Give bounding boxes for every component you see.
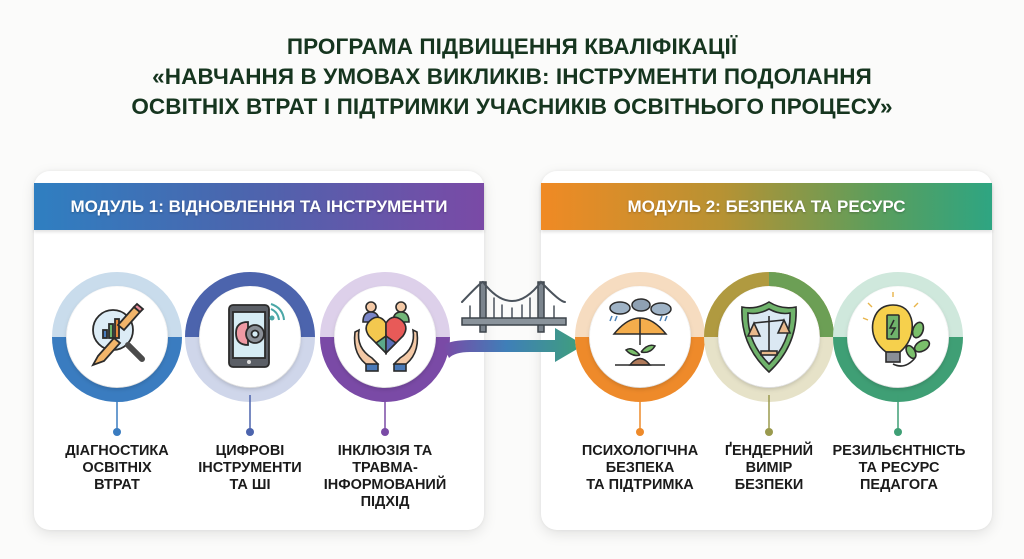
item-label-digital-tools: ЦИФРОВІ ІНСТРУМЕНТИ ТА ШІ	[198, 443, 302, 493]
item-label-inclusion: ІНКЛЮЗІЯ ТА ТРАВМА- ІНФОРМОВАНИЙ ПІДХІД	[323, 443, 447, 510]
module-2-header: МОДУЛЬ 2: БЕЗПЕКА ТА РЕСУРС	[541, 183, 992, 230]
item-label-gender: ҐЕНДЕРНИЙ ВИМІР БЕЗПЕКИ	[724, 443, 814, 493]
item-label-resilience: РЕЗИЛЬЄНТНІСТЬ ТА РЕСУРС ПЕДАГОГА	[832, 443, 966, 493]
module-1-header: МОДУЛЬ 1: ВІДНОВЛЕННЯ ТА ІНСТРУМЕНТИ	[34, 183, 484, 230]
module-2-header-text: МОДУЛЬ 2: БЕЗПЕКА ТА РЕСУРС	[627, 196, 906, 216]
title-line-3: ОСВІТНІХ ВТРАТ І ПІДТРИМКИ УЧАСНИКІВ ОСВ…	[131, 94, 893, 119]
page-title: ПРОГРАМА ПІДВИЩЕННЯ КВАЛІФІКАЦІЇ «НАВЧАН…	[0, 32, 1024, 122]
title-line-1: ПРОГРАМА ПІДВИЩЕННЯ КВАЛІФІКАЦІЇ	[286, 34, 738, 59]
module-1-header-text: МОДУЛЬ 1: ВІДНОВЛЕННЯ ТА ІНСТРУМЕНТИ	[70, 196, 448, 216]
title-line-2: «НАВЧАННЯ В УМОВАХ ВИКЛИКІВ: ІНСТРУМЕНТИ…	[152, 64, 872, 89]
item-label-psych-safety: ПСИХОЛОГІЧНА БЕЗПЕКА ТА ПІДТРИМКА	[581, 443, 699, 493]
item-label-diagnostics: ДІАГНОСТИКА ОСВІТНІХ ВТРАТ	[65, 443, 169, 493]
